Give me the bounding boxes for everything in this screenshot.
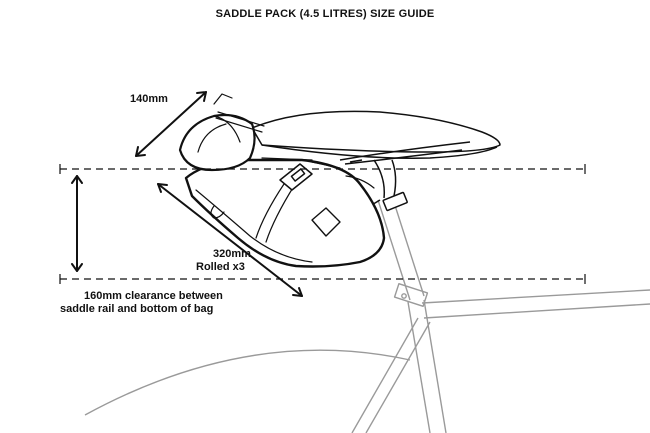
length-label: 320mm (213, 248, 251, 260)
width-arrow (135, 91, 207, 157)
dimension-arrows (71, 91, 303, 297)
width-label: 140mm (130, 93, 168, 105)
page-title: SADDLE PACK (4.5 LITRES) SIZE GUIDE (215, 8, 435, 20)
clearance-label-line2: saddle rail and bottom of bag (60, 303, 214, 315)
reference-lines (59, 164, 586, 284)
saddle-bag (178, 93, 386, 268)
clearance-label-line1: 160mm clearance between (84, 290, 223, 302)
saddle (251, 110, 501, 212)
length-note: Rolled x3 (196, 261, 245, 273)
bike-frame (84, 195, 650, 433)
length-arrow (157, 183, 303, 297)
wheel-arc (84, 349, 411, 416)
